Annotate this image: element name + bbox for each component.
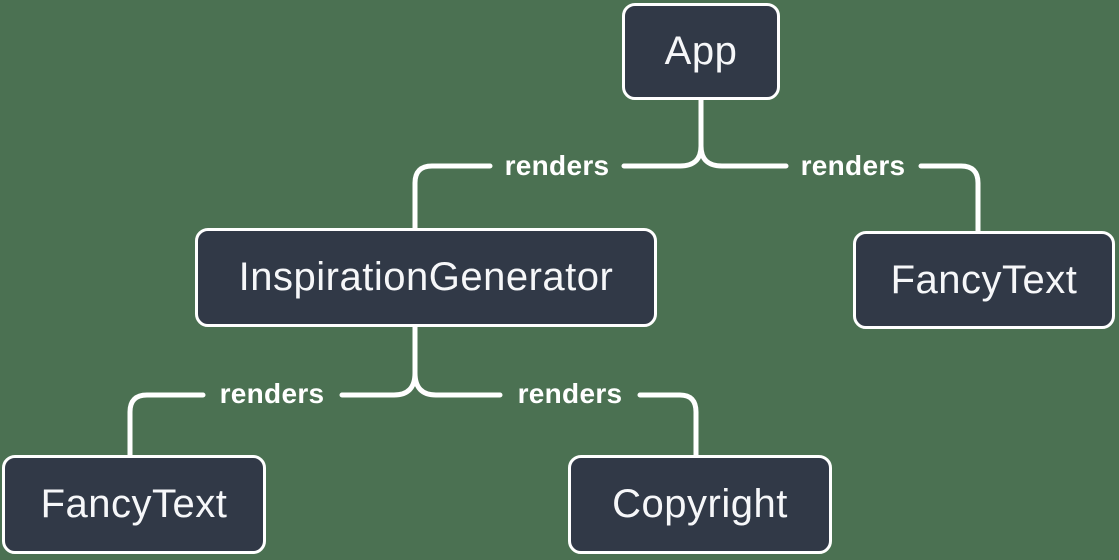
node-fancy-text-right: FancyText — [853, 231, 1115, 329]
edge-app-to-fancytext-branch — [698, 143, 789, 169]
edge-label-ig-copyright: renders — [517, 378, 623, 409]
edge-into-fancytext-left — [127, 392, 206, 459]
node-fancy-text-left: FancyText — [2, 455, 266, 554]
edge-label-ig-fancy-text: renders — [219, 378, 325, 409]
node-app-label: App — [664, 29, 738, 73]
node-inspiration-generator-label: InspirationGenerator — [238, 255, 614, 299]
edge-app-to-ig-branch — [621, 143, 704, 169]
edge-into-fancytext-right — [918, 163, 981, 235]
node-fancy-text-right-label: FancyText — [890, 257, 1078, 302]
edge-into-inspiration-generator — [412, 163, 493, 232]
node-inspiration-generator: InspirationGenerator — [195, 228, 657, 327]
edge-label-app-inspiration-generator: renders — [504, 150, 610, 181]
node-copyright-label: Copyright — [612, 482, 788, 526]
edge-ig-to-fancytext-branch — [339, 370, 418, 398]
node-fancy-text-left-label: FancyText — [40, 482, 228, 526]
edge-label-app-fancy-text: renders — [800, 150, 906, 181]
edge-into-copyright — [637, 392, 699, 459]
node-copyright: Copyright — [568, 455, 832, 554]
edge-ig-to-copyright-branch — [412, 370, 503, 398]
node-app: App — [622, 3, 780, 100]
